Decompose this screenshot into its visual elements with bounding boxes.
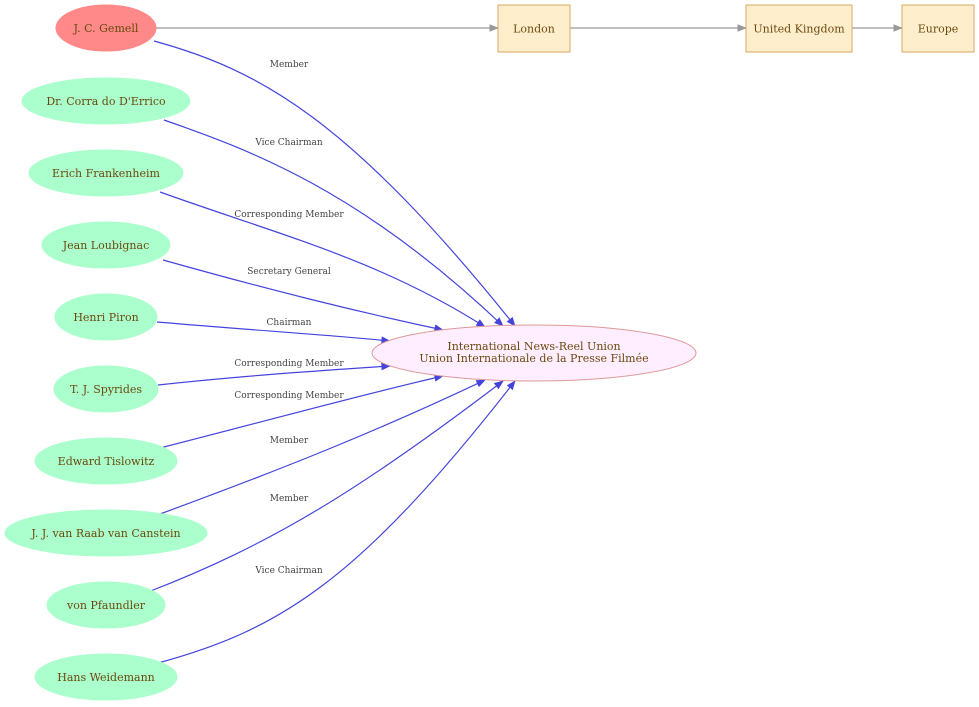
place-node-shape xyxy=(745,4,853,53)
person-node-label: Henri Piron xyxy=(73,311,138,324)
person-node-t-j-spyrides[interactable]: T. J. Spyrides xyxy=(53,365,159,413)
person-node-dr-corra-do-d-errico[interactable]: Dr. Corra do D'Errico xyxy=(21,77,191,125)
person-node-shape xyxy=(34,653,178,701)
place-node-label: Europe xyxy=(918,23,959,36)
person-node-shape xyxy=(54,293,158,341)
organization-node-shape xyxy=(371,324,697,382)
person-node-label: Jean Loubignac xyxy=(62,239,149,252)
place-node-label: United Kingdom xyxy=(753,23,845,36)
edge-label-henri-piron: Chairman xyxy=(267,318,312,328)
person-node-shape xyxy=(21,77,191,125)
edge-label-j-j-van-raab-van-canstein: Member xyxy=(270,436,309,446)
edge-j-c-gemell xyxy=(153,40,516,327)
person-node-label: Edward Tislowitz xyxy=(58,455,155,468)
edge-label-jean-loubignac: Secretary General xyxy=(247,267,331,277)
edge-edward-tislowitz xyxy=(159,374,444,449)
person-node-shape xyxy=(28,149,184,197)
edge-jean-loubignac xyxy=(162,259,444,332)
edge-label-edward-tislowitz: Corresponding Member xyxy=(234,391,344,401)
place-node-london[interactable]: London xyxy=(497,4,571,53)
place-node-shape xyxy=(497,4,571,53)
organization-name-french: Union Internationale de la Presse Filmée xyxy=(419,352,648,365)
person-node-edward-tislowitz[interactable]: Edward Tislowitz xyxy=(34,437,178,485)
edge-label-j-c-gemell: Member xyxy=(270,60,309,70)
person-node-label: J. C. Gemell xyxy=(73,22,139,35)
person-node-shape xyxy=(46,581,166,629)
edge-label-hans-weidemann: Vice Chairman xyxy=(254,566,323,576)
person-node-shape xyxy=(53,365,159,413)
edge-von-pfaundler xyxy=(147,380,504,593)
edge-label-dr-corra-do-d-errico: Vice Chairman xyxy=(254,138,323,148)
person-node-j-c-gemell[interactable]: J. C. Gemell xyxy=(55,4,157,52)
edge-hans-weidemann xyxy=(157,380,516,664)
person-node-henri-piron[interactable]: Henri Piron xyxy=(54,293,158,341)
edge-label-erich-frankenheim: Corresponding Member xyxy=(234,210,344,220)
person-node-label: J. J. van Raab van Canstein xyxy=(30,527,180,540)
person-node-jean-loubignac[interactable]: Jean Loubignac xyxy=(41,221,171,269)
person-node-label: Erich Frankenheim xyxy=(52,167,160,180)
edge-dr-corra-do-d-errico xyxy=(163,119,504,327)
person-node-shape xyxy=(4,509,208,557)
person-node-erich-frankenheim[interactable]: Erich Frankenheim xyxy=(28,149,184,197)
person-node-shape xyxy=(55,4,157,52)
organization-name-english: International News-Reel Union xyxy=(447,340,620,353)
edge-label-t-j-spyrides: Corresponding Member xyxy=(234,359,344,369)
place-node-label: London xyxy=(513,23,555,36)
edge-label-von-pfaundler: Member xyxy=(270,494,309,504)
person-node-shape xyxy=(41,221,171,269)
person-node-j-j-van-raab-van-canstein[interactable]: J. J. van Raab van Canstein xyxy=(4,509,208,557)
edge-henri-piron xyxy=(156,321,391,344)
person-node-label: T. J. Spyrides xyxy=(70,383,142,396)
edges-layer xyxy=(147,24,903,664)
place-node-europe[interactable]: Europe xyxy=(901,4,975,53)
place-node-shape xyxy=(901,4,975,53)
edge-erich-frankenheim xyxy=(159,191,486,328)
person-node-label: Hans Weidemann xyxy=(57,671,155,684)
person-node-shape xyxy=(34,437,178,485)
edge-j-j-van-raab-van-canstein xyxy=(159,379,486,515)
person-node-label: von Pfaundler xyxy=(66,599,146,612)
person-node-von-pfaundler[interactable]: von Pfaundler xyxy=(46,581,166,629)
person-node-label: Dr. Corra do D'Errico xyxy=(46,95,166,108)
edge-t-j-spyrides xyxy=(157,362,391,386)
person-node-hans-weidemann[interactable]: Hans Weidemann xyxy=(34,653,178,701)
place-node-united-kingdom[interactable]: United Kingdom xyxy=(745,4,853,53)
